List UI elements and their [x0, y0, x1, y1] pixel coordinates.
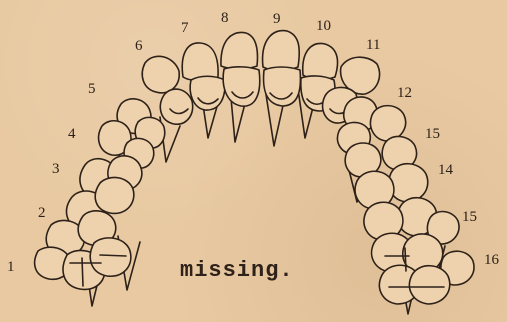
missing-note: missing. [180, 258, 294, 283]
left-arch-teeth [35, 99, 165, 290]
tooth-number-2: 2 [38, 205, 46, 221]
tooth-number-5: 5 [88, 81, 96, 97]
tooth-number-7: 7 [181, 20, 189, 36]
tooth-number-16: 16 [484, 252, 500, 268]
tooth-number-8: 8 [221, 10, 229, 26]
tooth-number-6: 6 [135, 38, 143, 54]
tooth-number-13: 15 [425, 126, 440, 142]
tooth-number-11: 11 [366, 37, 380, 53]
tooth-number-9: 9 [273, 11, 281, 27]
tooth-number-15: 15 [462, 209, 477, 225]
tooth-number-10: 10 [316, 18, 331, 34]
tooth-number-14: 14 [438, 162, 454, 178]
front-teeth [182, 31, 337, 111]
tooth-number-12: 12 [397, 85, 412, 101]
right-arch-teeth [337, 97, 473, 304]
tooth-number-3: 3 [52, 161, 60, 177]
tooth-number-4: 4 [68, 126, 76, 142]
tooth-number-1: 1 [7, 259, 15, 275]
